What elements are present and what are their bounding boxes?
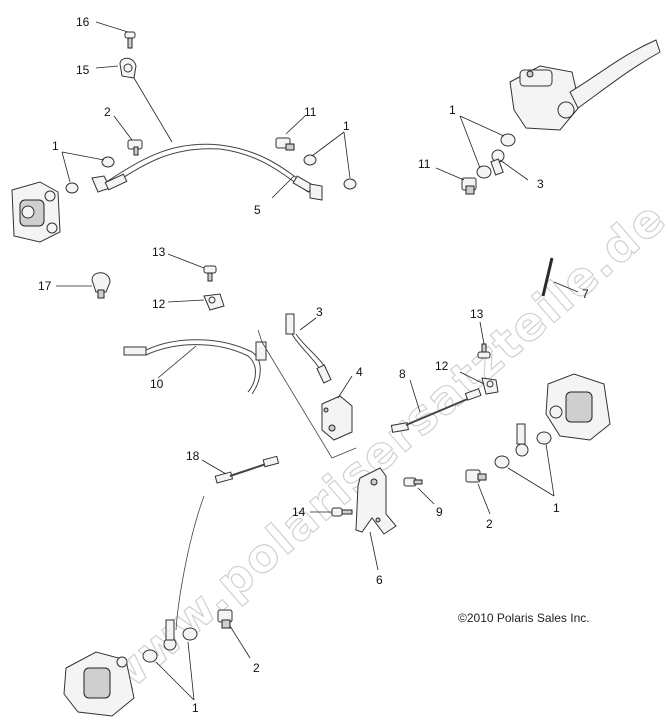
callout-6: 6 <box>376 573 383 587</box>
washer <box>494 455 510 469</box>
callout-18: 18 <box>186 449 200 463</box>
brake-caliper-front-left <box>11 181 61 243</box>
callout-12: 12 <box>152 297 166 311</box>
callout-labels: 16 15 2 11 1 1 5 1 11 3 13 17 12 7 3 13 … <box>38 15 589 715</box>
callout-1: 1 <box>553 501 560 515</box>
callout-2: 2 <box>486 517 493 531</box>
brake-hose-rear <box>285 313 332 384</box>
washer <box>142 649 158 663</box>
callout-11: 11 <box>418 157 431 171</box>
callout-17: 17 <box>38 279 52 293</box>
callout-3: 3 <box>316 305 323 319</box>
washer <box>536 431 552 445</box>
callout-1: 1 <box>192 701 199 715</box>
washer <box>476 165 492 179</box>
line-clip <box>481 377 499 395</box>
screw <box>203 265 217 282</box>
callout-3: 3 <box>537 177 544 191</box>
banjo-fitting <box>515 423 529 457</box>
brake-caliper-rear-right <box>545 373 611 441</box>
screw <box>403 477 423 487</box>
callout-1: 1 <box>343 119 350 133</box>
banjo-fitting <box>490 149 505 176</box>
banjo-bolt <box>275 137 295 151</box>
washer <box>101 156 115 168</box>
callout-1: 1 <box>52 139 59 153</box>
callout-2: 2 <box>253 661 260 675</box>
banjo-bolt <box>461 177 477 195</box>
banjo-bolt <box>465 469 487 483</box>
callout-13: 13 <box>152 245 166 259</box>
washer <box>303 154 317 166</box>
callout-11: 11 <box>304 105 317 119</box>
routing-line <box>175 495 205 631</box>
callout-9: 9 <box>436 505 443 519</box>
callout-4: 4 <box>356 365 363 379</box>
washer <box>65 182 79 194</box>
callout-12: 12 <box>435 359 449 373</box>
brake-line-rear <box>390 388 482 433</box>
banjo-fitting <box>163 619 177 651</box>
brake-line-lower <box>214 455 280 484</box>
callout-15: 15 <box>76 63 90 77</box>
brake-caliper-front-right <box>63 651 135 717</box>
line-clip <box>203 293 225 311</box>
callout-13: 13 <box>470 307 484 321</box>
watermark: www.polarisersatzteile.de <box>92 190 668 708</box>
routing-line <box>261 341 357 459</box>
master-cylinder <box>509 39 661 131</box>
copyright-notice: ©2010 Polaris Sales Inc. <box>458 611 590 625</box>
leader-lines <box>56 21 579 701</box>
callout-10: 10 <box>150 377 164 391</box>
brake-line-upper <box>91 143 323 201</box>
mounting-bracket <box>355 467 397 535</box>
banjo-bolt <box>127 139 143 156</box>
washer <box>500 133 516 147</box>
washer <box>343 178 357 190</box>
callout-5: 5 <box>254 203 261 217</box>
brake-tee-block <box>321 395 353 441</box>
callout-1: 1 <box>449 103 456 117</box>
washer <box>182 627 198 641</box>
hose-clamp <box>91 272 111 299</box>
callout-8: 8 <box>399 367 406 381</box>
screw <box>124 31 136 49</box>
callout-2: 2 <box>104 105 111 119</box>
banjo-bolt <box>217 609 233 629</box>
callout-16: 16 <box>76 15 90 29</box>
hose-clamp <box>119 57 137 79</box>
brake-hose-left <box>123 329 267 395</box>
callout-14: 14 <box>292 505 306 519</box>
callout-7: 7 <box>582 287 589 301</box>
